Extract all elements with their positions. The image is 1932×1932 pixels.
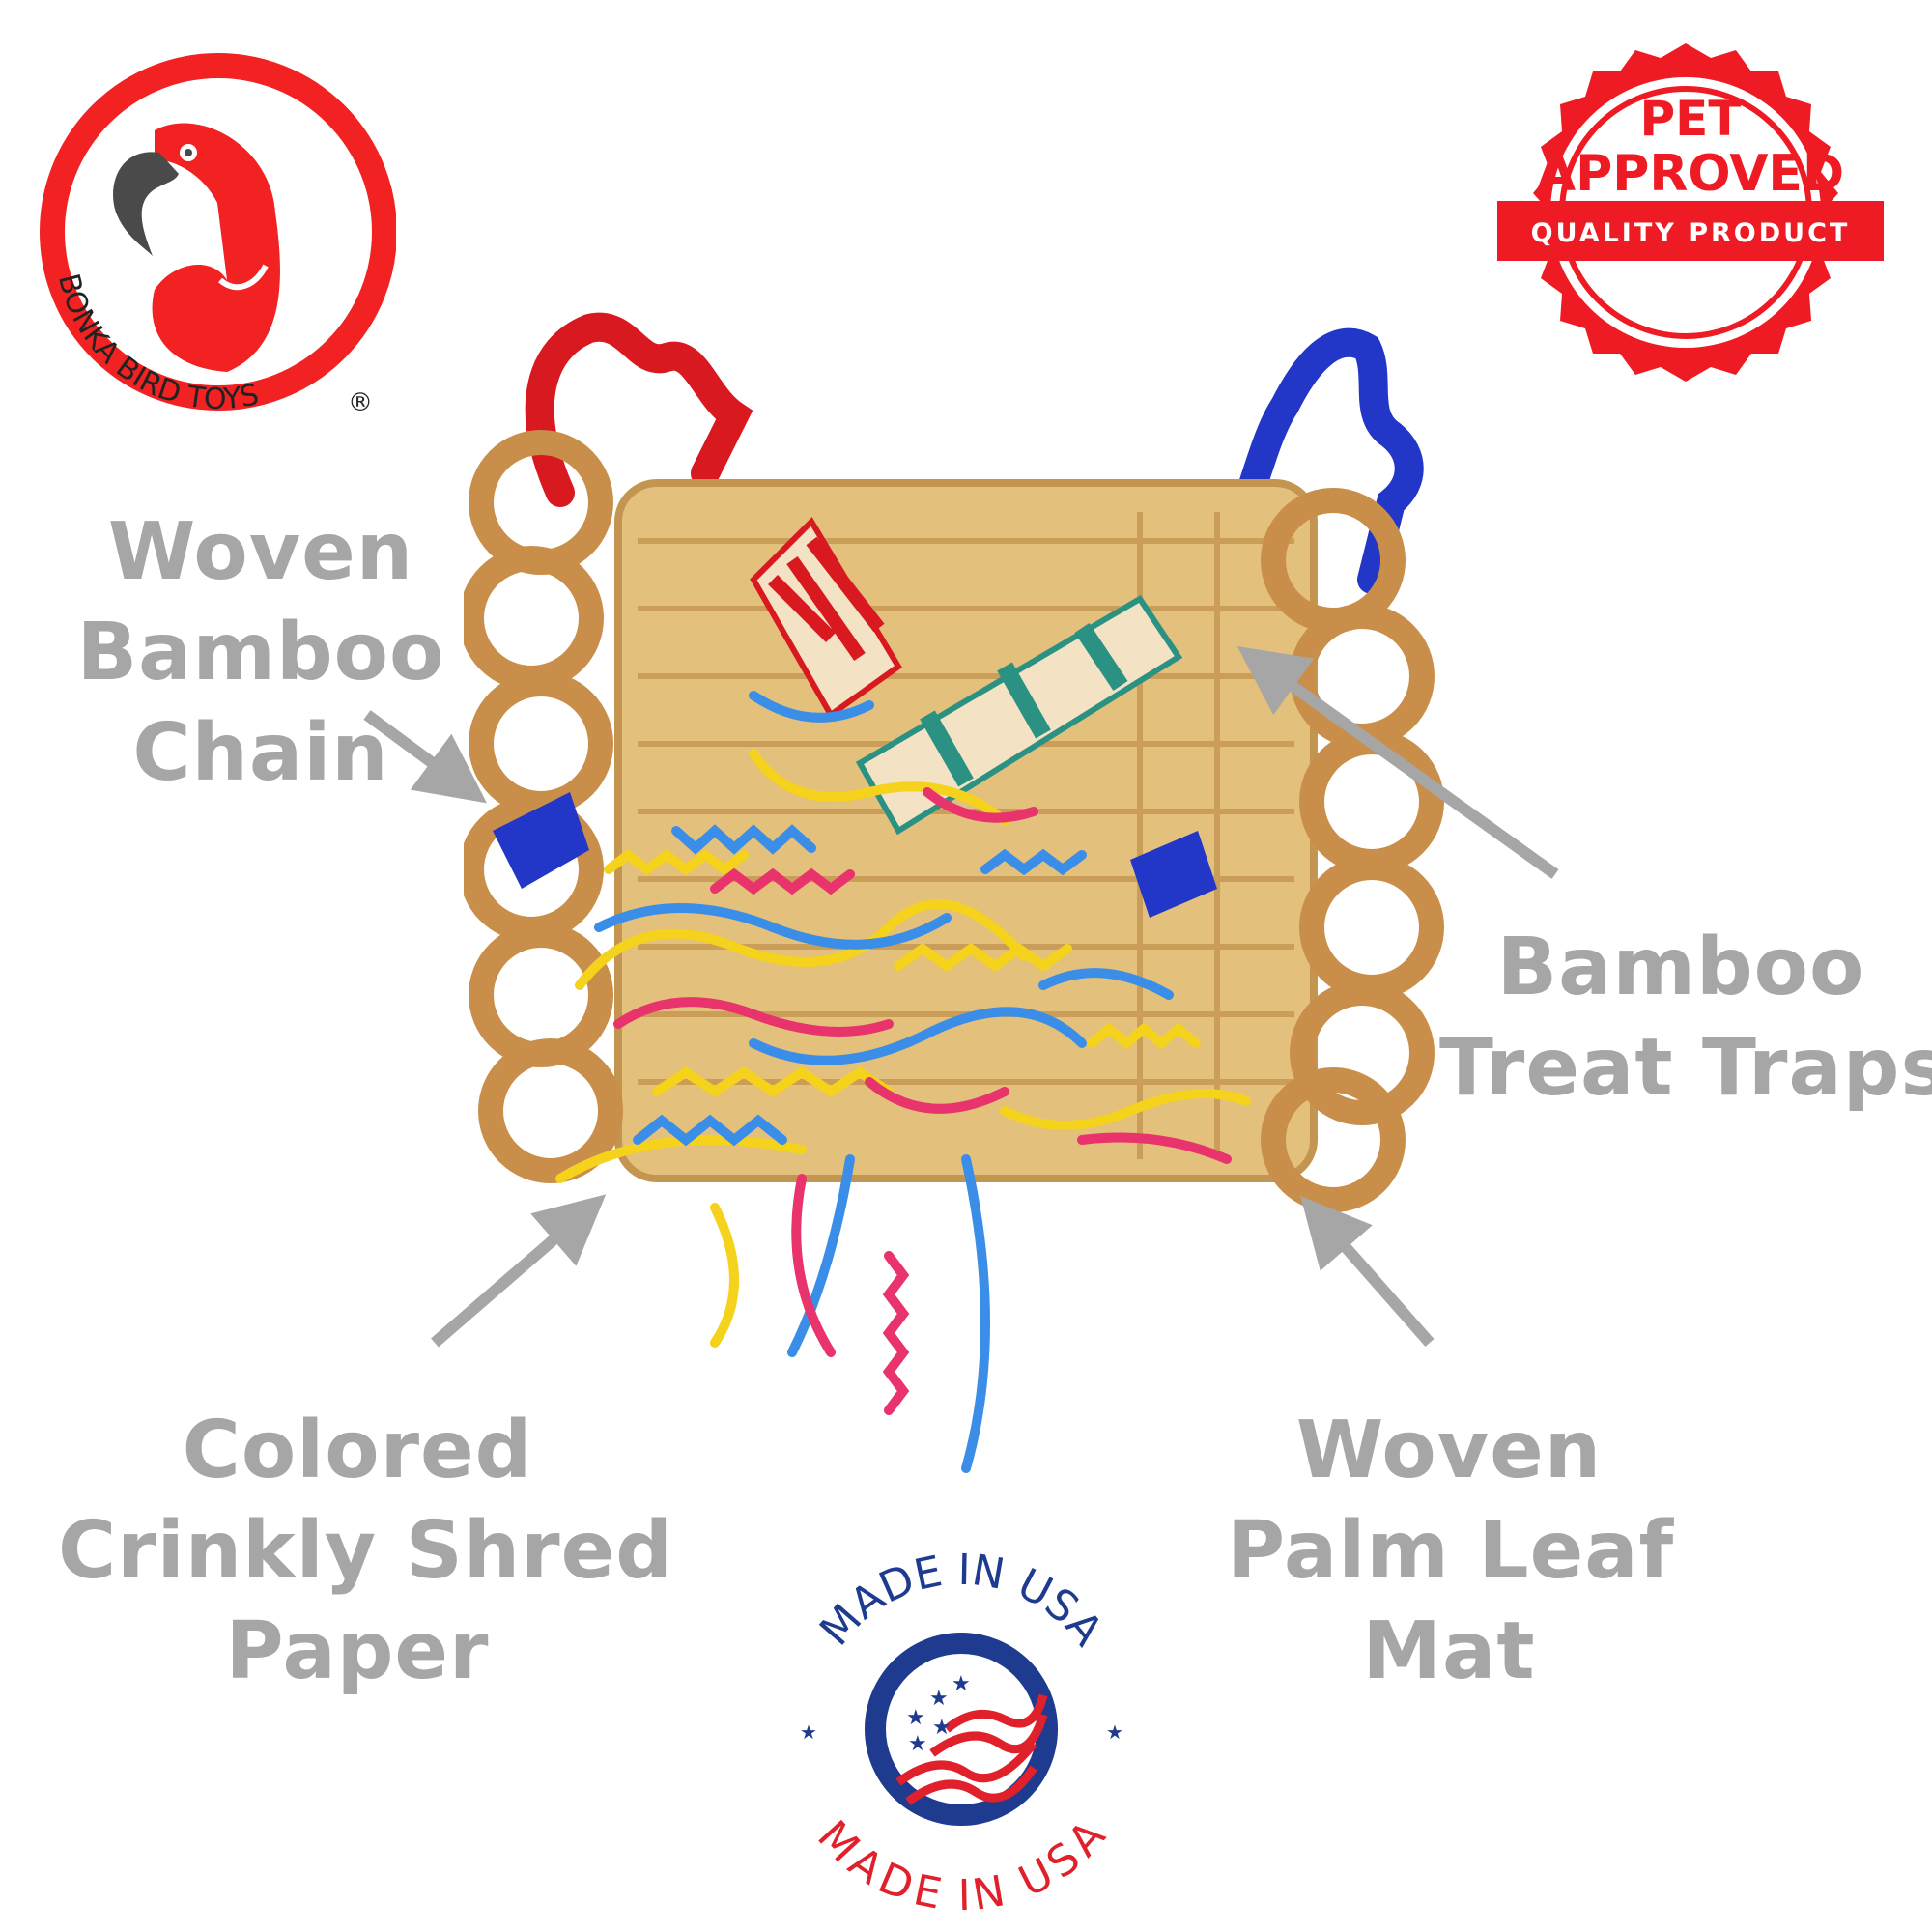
label-traps-line1: Bamboo — [1496, 922, 1865, 1013]
label-colored-crinkly-shred-paper: Colored Crinkly Shred Paper — [58, 1401, 673, 1702]
label-traps-line2: Treat Traps — [1439, 1022, 1932, 1114]
label-woven-palm-leaf-mat: Woven Palm Leaf Mat — [1227, 1401, 1675, 1702]
treat-trap-red — [750, 517, 902, 720]
label-mat-line2: Palm Leaf — [1227, 1505, 1675, 1597]
label-mat-line3: Mat — [1362, 1605, 1536, 1697]
label-chain-line1: Woven — [107, 506, 414, 598]
arrow-icon — [1236, 646, 1559, 879]
registered-mark: ® — [348, 388, 373, 417]
blue-hook — [1222, 327, 1424, 594]
label-mat-line1: Woven — [1295, 1405, 1603, 1496]
red-hook — [525, 312, 753, 507]
label-chain-line2: Bamboo — [76, 607, 445, 698]
made-in-usa-seal-icon: ★★★ ★★ ★ ★ MADE IN USA MADE IN USA — [800, 1546, 1123, 1920]
made-in-usa-badge: ★★★ ★★ ★ ★ MADE IN USA MADE IN USA — [763, 1536, 1159, 1922]
arrow-icon — [1300, 1195, 1435, 1347]
pet-approved-badge: PET APPROVED QUALITY PRODUCT — [1488, 39, 1893, 406]
label-shred-line3: Paper — [225, 1605, 490, 1697]
svg-text:★: ★ — [908, 1732, 927, 1756]
svg-text:★: ★ — [952, 1672, 971, 1696]
label-bamboo-treat-traps: Bamboo Treat Traps — [1439, 918, 1932, 1119]
svg-text:★: ★ — [800, 1720, 817, 1744]
treat-trap-blue-right — [1130, 831, 1217, 918]
svg-text:MADE IN USA: MADE IN USA — [808, 1811, 1115, 1920]
arrow-icon — [363, 710, 487, 804]
treat-trap-teal — [855, 594, 1183, 836]
quality-product-text: QUALITY PRODUCT — [1531, 218, 1851, 248]
svg-text:★: ★ — [1106, 1720, 1123, 1744]
product-illustration — [295, 312, 1444, 1473]
svg-text:★: ★ — [906, 1706, 925, 1730]
bamboo-chain-left — [459, 430, 623, 1183]
svg-text:★: ★ — [932, 1716, 952, 1740]
label-shred-line2: Crinkly Shred — [58, 1505, 673, 1597]
arrow-icon — [431, 1194, 607, 1348]
pet-approved-seal-icon: PET APPROVED QUALITY PRODUCT — [1497, 43, 1884, 382]
brand-logo: BONKA BIRD TOYS ® — [29, 39, 397, 425]
parrot-logo-icon: BONKA BIRD TOYS ® — [40, 53, 397, 417]
pet-text: PET — [1640, 91, 1742, 147]
label-chain-line3: Chain — [132, 707, 389, 799]
treat-trap-blue-left — [493, 792, 589, 889]
product-image — [295, 290, 1449, 1526]
svg-text:★: ★ — [929, 1687, 949, 1711]
label-woven-bamboo-chain: Woven Bamboo Chain — [58, 502, 464, 804]
bamboo-chain-right — [1261, 488, 1444, 1212]
label-shred-line1: Colored — [182, 1405, 533, 1496]
approved-text: APPROVED — [1537, 145, 1844, 203]
made-in-usa-bottom: MADE IN USA — [808, 1811, 1115, 1920]
